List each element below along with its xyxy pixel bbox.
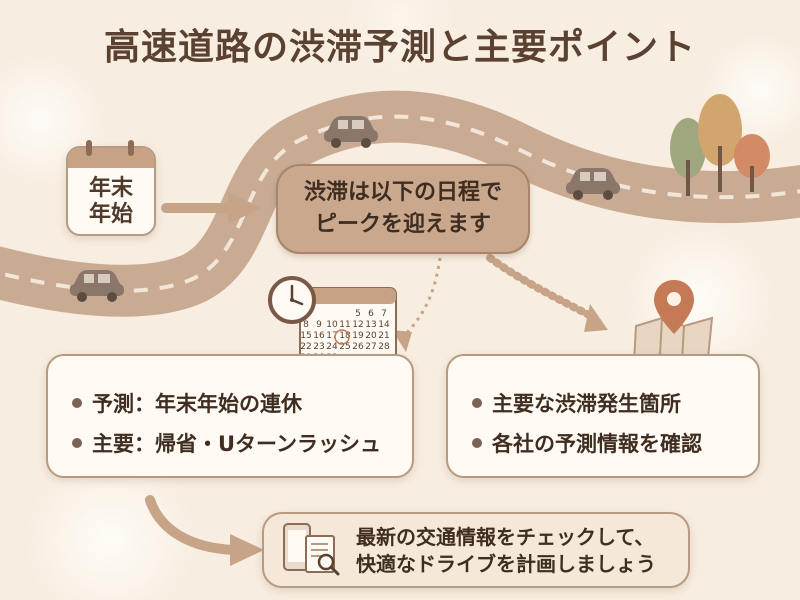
congestion-points-card: 主要な渋滞発生箇所 各社の予測情報を確認 [446, 354, 760, 478]
calendar-day: 22 [300, 342, 311, 352]
arrow-to-advice [145, 495, 239, 555]
forecast-card: 予測：年末年始の連休 主要：帰省・Uターンラッシュ [46, 354, 414, 478]
bullet-icon [72, 398, 82, 408]
calendar-ring-icon [128, 140, 134, 156]
calendar-day: 9 [316, 320, 322, 330]
calendar-day: 14 [378, 320, 390, 330]
winding-road [0, 90, 800, 317]
forecast-item: 予測：年末年始の連休 [72, 388, 302, 418]
calendar-label: 年末 年始 [68, 176, 154, 228]
forecast-item: 主要：帰省・Uターンラッシュ [72, 428, 381, 458]
phone-document-search-icon [283, 523, 340, 576]
arrow-head-icon [584, 304, 608, 332]
forecast-item-text: 主要：帰省・Uターンラッシュ [92, 432, 382, 456]
advice-line2: 快適なドライブを計画しましょう [356, 552, 656, 576]
calendar-label-line2: 年始 [88, 202, 133, 227]
car-icon [566, 168, 620, 200]
calendar-day: 13 [365, 320, 376, 330]
peak-bubble-line2: ピークを迎えます [314, 212, 491, 237]
calendar-day: 18 [339, 331, 351, 341]
advice-line1: 最新の交通情報をチェックして、 [356, 525, 655, 549]
calendar-day: 27 [365, 342, 376, 352]
calendar-day: 25 [339, 342, 350, 352]
calendar-day: 20 [365, 331, 377, 341]
calendar-day: 19 [352, 331, 364, 341]
tree-icon [670, 94, 770, 196]
bullet-icon [472, 438, 482, 448]
calendar-day: 24 [326, 342, 338, 352]
calendar-day: 8 [303, 320, 309, 330]
car-icon [70, 270, 124, 302]
dotted-arrow-right [486, 254, 599, 322]
car-icon [324, 116, 378, 148]
peak-bubble: 渋滞は以下の日程で ピークを迎えます [276, 164, 530, 254]
calendar-day: 5 [355, 309, 361, 319]
bullet-icon [472, 398, 482, 408]
advice-text: 最新の交通情報をチェックして、 快適なドライブを計画しましょう [356, 524, 656, 578]
congestion-item-text: 主要な渋滞発生箇所 [492, 392, 681, 416]
congestion-item: 各社の予測情報を確認 [472, 428, 702, 458]
calendar-header [68, 148, 154, 168]
dotted-arrow-left [398, 257, 442, 342]
calendar-ring-icon [86, 140, 92, 156]
calendar-day: 17 [326, 331, 337, 341]
advice-card: 最新の交通情報をチェックして、 快適なドライブを計画しましょう [262, 512, 690, 588]
calendar-day: 26 [352, 342, 364, 352]
calendar-day: 16 [313, 331, 325, 341]
bullet-icon [72, 438, 82, 448]
calendar-day: 6 [368, 309, 374, 319]
forecast-item-text: 予測：年末年始の連休 [92, 392, 302, 416]
calendar-day: 11 [339, 320, 350, 330]
arrow-head-icon [228, 192, 262, 224]
calendar-day: 12 [352, 320, 363, 330]
arrow-head-icon [230, 534, 264, 566]
peak-bubble-line1: 渋滞は以下の日程で [303, 180, 502, 205]
calendar-label-line1: 年末 [88, 176, 133, 201]
congestion-item-text: 各社の予測情報を確認 [492, 432, 702, 456]
year-end-calendar-card: 年末 年始 [66, 140, 156, 236]
calendar-day: 7 [381, 309, 387, 319]
page-title: 高速道路の渋滞予測と主要ポイント [103, 27, 696, 68]
clock-icon [268, 276, 316, 324]
calendar-day: 10 [326, 320, 338, 330]
calendar-day: 23 [313, 342, 324, 352]
calendar-day: 28 [378, 342, 390, 352]
congestion-item: 主要な渋滞発生箇所 [472, 388, 681, 418]
map-pin-icon [632, 280, 714, 362]
calendar-day: 21 [378, 331, 389, 341]
calendar-day: 15 [300, 331, 311, 341]
